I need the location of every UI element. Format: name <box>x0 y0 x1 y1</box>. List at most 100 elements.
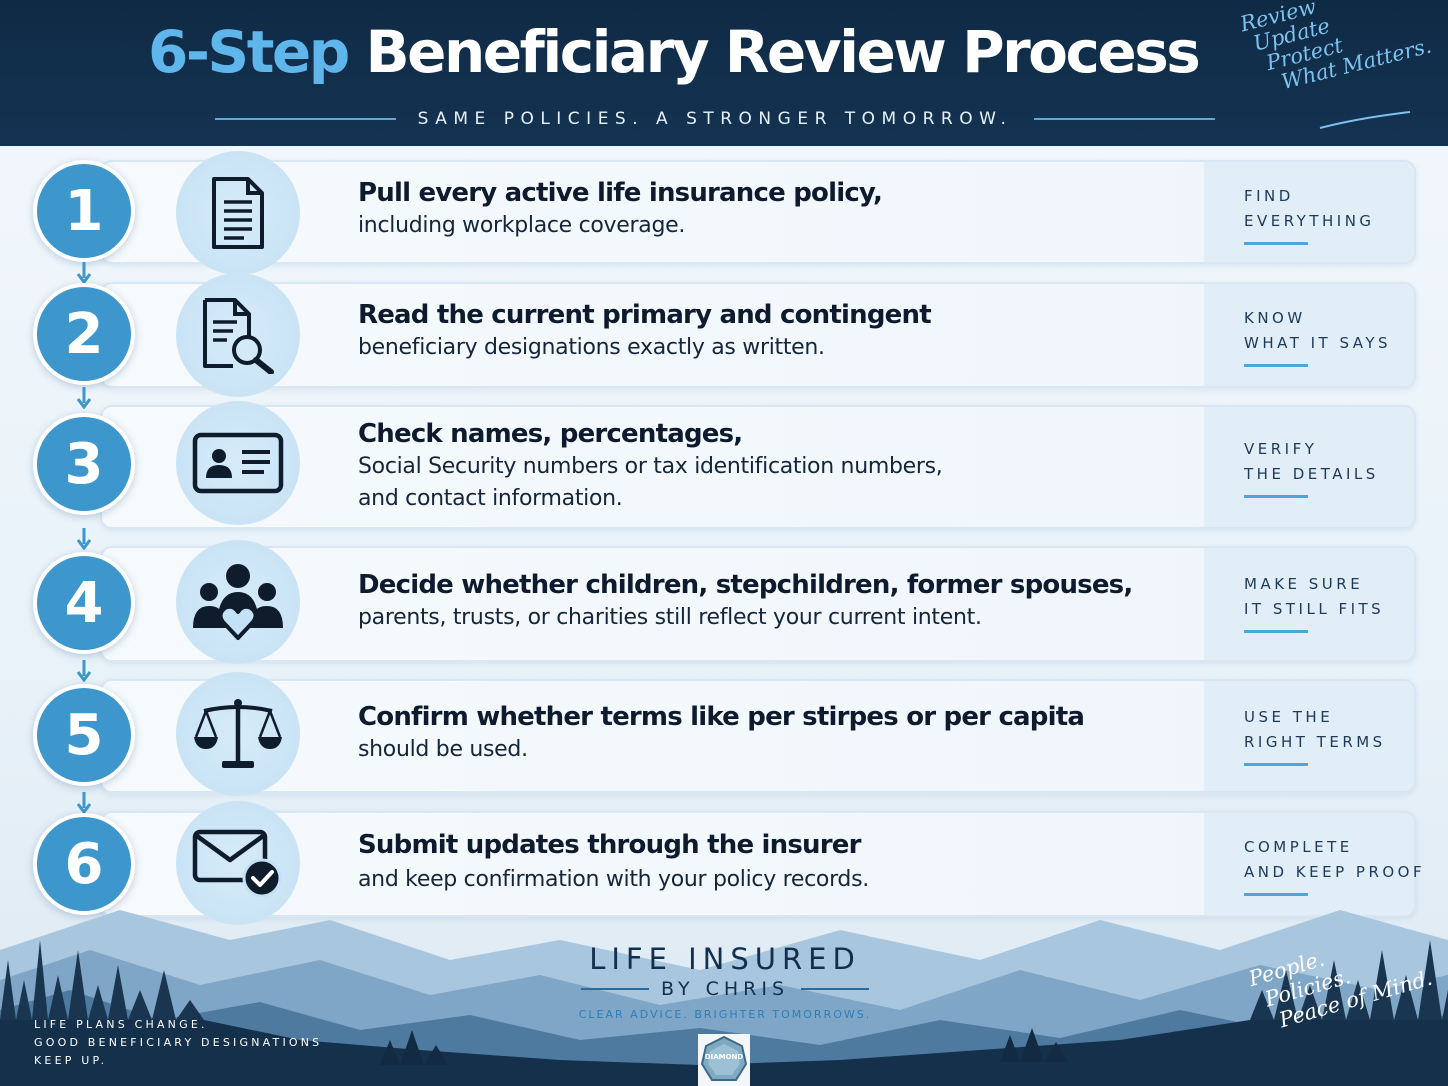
step-body-line: parents, trusts, or charities still refl… <box>358 605 982 630</box>
step-tag-panel: USE THE RIGHT TERMS <box>1204 681 1414 791</box>
step-heading: Check names, percentages, <box>358 419 743 449</box>
mountain-forest-illustration <box>0 910 1448 1086</box>
step-tag: USE THE RIGHT TERMS <box>1244 705 1386 766</box>
step-icon-circle-5 <box>176 672 300 796</box>
step-tag-panel: VERIFY THE DETAILS <box>1204 407 1414 527</box>
arrow-down-icon <box>76 262 92 284</box>
subtitle: SAME POLICIES. A STRONGER TOMORROW. <box>417 109 1013 129</box>
step-tag-line-2: WHAT IT SAYS <box>1244 334 1392 352</box>
step-tag: FIND EVERYTHING <box>1244 184 1375 245</box>
step-tag: VERIFY THE DETAILS <box>1244 437 1379 498</box>
step-number-3: 3 <box>33 413 135 515</box>
footer-note-line: GOOD BENEFICIARY DESIGNATIONS <box>34 1036 323 1049</box>
step-icon-circle-3 <box>176 401 300 525</box>
step-heading: Decide whether children, stepchildren, f… <box>358 570 1133 600</box>
step-number-6: 6 <box>33 813 135 915</box>
envelope-check-icon <box>192 829 282 898</box>
step-body-line: and keep confirmation with your policy r… <box>358 867 869 892</box>
step-tag-line-1: MAKE SURE <box>1244 575 1364 593</box>
step-body-line: and contact information. <box>358 486 623 511</box>
script-swash <box>1319 111 1411 129</box>
brand-block: LIFE INSURED BY CHRIS CLEAR ADVICE. BRIG… <box>560 942 890 1021</box>
step-body-line: should be used. <box>358 737 528 762</box>
brand-name: LIFE INSURED <box>589 942 861 976</box>
subtitle-row: SAME POLICIES. A STRONGER TOMORROW. <box>215 106 1215 132</box>
step-body-line: beneficiary designations exactly as writ… <box>358 335 825 360</box>
document-icon <box>212 177 264 249</box>
step-tag-panel: MAKE SURE IT STILL FITS <box>1204 548 1414 660</box>
family-heart-icon <box>193 564 283 640</box>
page-title: 6-Step Beneficiary Review Process <box>148 18 1218 86</box>
brand-byline: BY CHRIS <box>660 978 790 1000</box>
title-accent: 6-Step <box>148 18 350 86</box>
arrow-down-icon <box>76 528 92 550</box>
step-number-1: 1 <box>33 160 135 262</box>
arrow-down-icon <box>76 660 92 682</box>
title-rest: Beneficiary Review Process <box>347 18 1200 86</box>
document-search-icon <box>203 298 274 374</box>
step-text-3: Check names, percentages, Social Securit… <box>358 417 1178 515</box>
brand-sub-row: BY CHRIS <box>560 978 890 1000</box>
id-card-icon <box>192 432 284 494</box>
step-body-line: including workplace coverage. <box>358 213 686 238</box>
step-icon-circle-6 <box>176 801 300 925</box>
tag-underline <box>1244 630 1308 633</box>
step-heading: Confirm whether terms like per stirpes o… <box>358 702 1085 732</box>
step-tag-line-1: VERIFY <box>1244 440 1318 458</box>
header-banner: 6-Step Beneficiary Review Process SAME P… <box>0 0 1448 146</box>
step-heading: Submit updates through the insurer <box>358 830 861 860</box>
tag-underline <box>1244 364 1308 367</box>
brand-rule <box>801 988 870 990</box>
step-card-5: USE THE RIGHT TERMS <box>100 679 1416 793</box>
step-card-3: VERIFY THE DETAILS <box>100 405 1416 529</box>
step-tag: MAKE SURE IT STILL FITS <box>1244 572 1384 633</box>
step-number-4: 4 <box>33 552 135 654</box>
tag-underline <box>1244 495 1308 498</box>
tag-underline <box>1244 242 1308 245</box>
step-tag: KNOW WHAT IT SAYS <box>1244 306 1391 367</box>
step-tag-panel: COMPLETE AND KEEP PROOF <box>1204 813 1422 915</box>
step-card-1: FIND EVERYTHING <box>100 160 1416 264</box>
brand-tagline: CLEAR ADVICE. BRIGHTER TOMORROWS. <box>578 1008 872 1021</box>
footer-note: LIFE PLANS CHANGE. GOOD BENEFICIARY DESI… <box>34 1016 322 1070</box>
footer-note-line: LIFE PLANS CHANGE. <box>34 1018 208 1031</box>
step-icon-circle-4 <box>176 540 300 664</box>
step-tag-line-2: RIGHT TERMS <box>1244 733 1386 751</box>
step-tag-line-2: THE DETAILS <box>1244 465 1379 483</box>
step-tag-line-2: IT STILL FITS <box>1244 600 1385 618</box>
step-text-1: Pull every active life insurance policy,… <box>358 176 1178 242</box>
step-text-4: Decide whether children, stepchildren, f… <box>358 568 1178 634</box>
step-tag-line-2: EVERYTHING <box>1244 212 1375 230</box>
tag-underline <box>1244 763 1308 766</box>
step-card-2: KNOW WHAT IT SAYS <box>100 282 1416 388</box>
step-number-2: 2 <box>33 283 135 385</box>
subtitle-rule-left <box>215 118 396 120</box>
step-body-line: Social Security numbers or tax identific… <box>358 454 943 479</box>
step-icon-circle-2 <box>176 273 300 397</box>
step-heading: Pull every active life insurance policy, <box>358 178 883 208</box>
step-tag-line-1: USE THE <box>1244 708 1334 726</box>
tag-underline <box>1244 893 1308 896</box>
step-icon-circle-1 <box>176 151 300 275</box>
step-tag-line-2: AND KEEP PROOF <box>1244 863 1426 881</box>
step-tag-panel: FIND EVERYTHING <box>1204 162 1414 262</box>
step-tag-line-1: KNOW <box>1244 309 1306 327</box>
step-text-2: Read the current primary and contingent … <box>358 298 1178 364</box>
step-tag-line-1: COMPLETE <box>1244 838 1353 856</box>
diamond-badge-icon: DIAMOND <box>698 1034 750 1086</box>
step-tag-panel: KNOW WHAT IT SAYS <box>1204 284 1414 386</box>
badge-label: DIAMOND <box>705 1053 744 1061</box>
step-tag-line-1: FIND <box>1244 187 1294 205</box>
brand-rule <box>580 988 649 990</box>
step-card-4: MAKE SURE IT STILL FITS <box>100 546 1416 662</box>
step-text-5: Confirm whether terms like per stirpes o… <box>358 700 1178 766</box>
step-card-6: COMPLETE AND KEEP PROOF <box>100 811 1422 917</box>
step-heading: Read the current primary and contingent <box>358 300 932 330</box>
subtitle-rule-right <box>1034 118 1215 120</box>
step-text-6: Submit updates through the insurer and k… <box>358 828 1178 896</box>
arrow-down-icon <box>76 792 92 814</box>
step-number-5: 5 <box>33 684 135 786</box>
step-tag: COMPLETE AND KEEP PROOF <box>1244 835 1425 896</box>
footer-note-line: KEEP UP. <box>34 1054 108 1067</box>
scales-icon <box>194 699 282 768</box>
